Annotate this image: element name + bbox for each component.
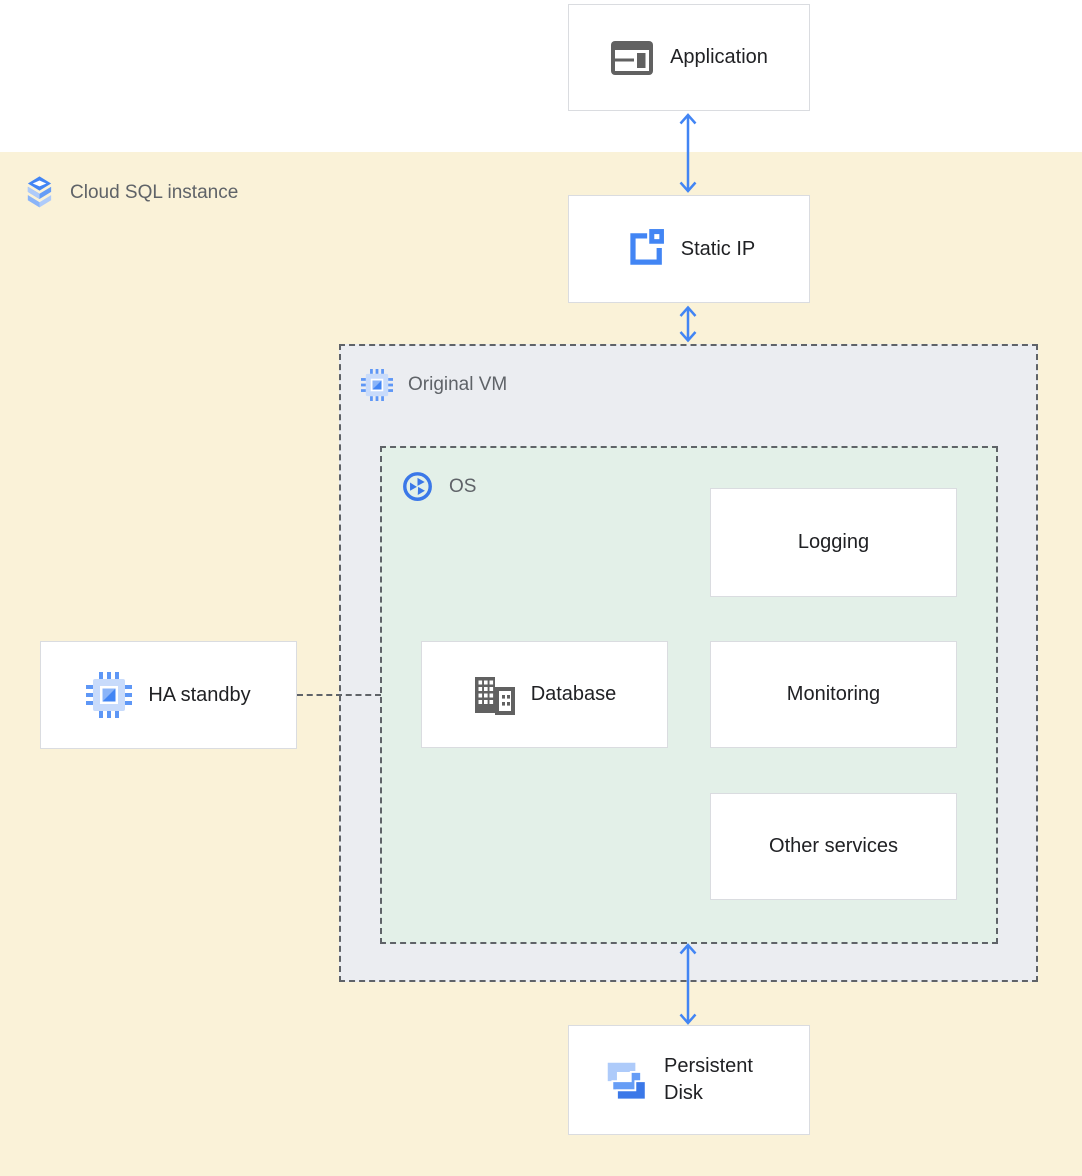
node-persistent-disk-label: Persistent Disk — [664, 1055, 753, 1104]
node-other-services: Other services — [710, 793, 957, 900]
node-ha-standby-label: HA standby — [148, 683, 251, 706]
persistent-disk-icon — [607, 1062, 647, 1101]
node-static-ip: Static IP — [568, 195, 810, 303]
node-monitoring: Monitoring — [710, 641, 957, 748]
static-ip-icon — [630, 229, 664, 265]
os-label-text: OS — [449, 475, 477, 497]
original-vm-label-text: Original VM — [408, 374, 508, 395]
compute-engine-icon — [361, 369, 393, 401]
application-window-icon — [611, 40, 654, 75]
node-monitoring-label: Monitoring — [786, 683, 881, 705]
node-application-label: Application — [670, 46, 768, 68]
node-application: Application — [568, 4, 810, 111]
os-icon — [403, 472, 432, 501]
node-persistent-disk: Persistent Disk — [568, 1025, 810, 1135]
node-static-ip-label: Static IP — [680, 237, 756, 260]
original-vm-label: Original VM — [361, 369, 507, 401]
cloud-sql-group-label-text: Cloud SQL instance — [70, 181, 239, 203]
compute-engine-icon — [86, 672, 133, 718]
node-logging-label: Logging — [797, 531, 870, 553]
os-label: OS — [401, 470, 476, 503]
cloud-sql-icon — [27, 176, 52, 208]
node-other-services-label: Other services — [769, 835, 898, 857]
node-ha-standby: HA standby — [40, 641, 297, 749]
database-icon — [474, 676, 515, 715]
arrow-staticip-vm — [679, 305, 697, 343]
arrow-os-persistent-disk — [679, 943, 697, 1025]
node-logging: Logging — [710, 488, 957, 597]
cloud-sql-group-label: Cloud SQL instance — [24, 175, 238, 210]
arrow-application-staticip — [679, 113, 697, 193]
connector-ha-standby-vm — [297, 694, 381, 696]
node-database-label: Database — [530, 683, 617, 705]
node-database: Database — [421, 641, 668, 748]
